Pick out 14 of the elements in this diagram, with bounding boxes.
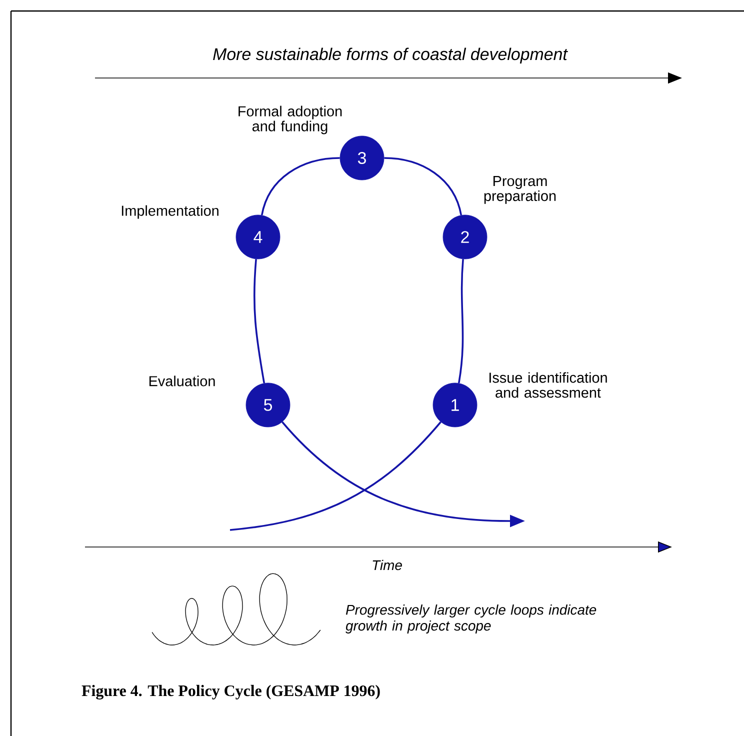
cycle-path xyxy=(384,157,462,216)
step-label: Evaluation xyxy=(149,376,215,386)
step-label: Formal adoption and funding xyxy=(238,106,342,134)
cycle-path xyxy=(253,259,266,384)
note-text: Progressively larger cycle loops indicate growth in project scope xyxy=(346,604,596,634)
axis-label: Time xyxy=(372,560,402,570)
axis-title: More sustainable forms of coastal development xyxy=(213,48,568,64)
step-label: Implementation xyxy=(122,205,218,219)
cycle-path xyxy=(458,259,464,384)
cycle-path xyxy=(230,421,442,531)
step-label: Issue identification and assessment xyxy=(490,372,607,398)
step-label: Program preparation xyxy=(484,176,556,204)
figure-caption: Figure 4. The Policy Cycle (GESAMP 1996) xyxy=(82,684,380,700)
cycle-path xyxy=(260,157,340,216)
